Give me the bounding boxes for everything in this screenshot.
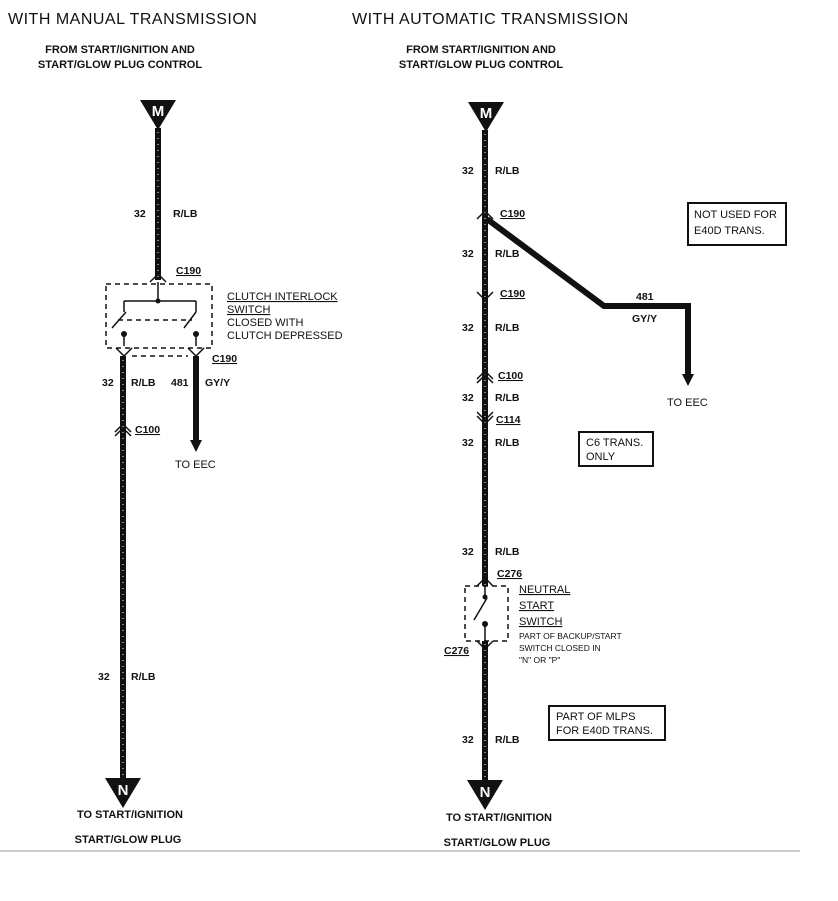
auto-note-mlps-line1: PART OF MLPS (556, 711, 635, 723)
auto-c190-a-label: C190 (500, 208, 525, 220)
manual-c190-top-label: C190 (176, 265, 201, 277)
auto-note-e40d-box (687, 202, 787, 246)
auto-c276-bottom-icon (476, 640, 494, 651)
auto-m-connector-label: M (480, 105, 493, 122)
manual-m-connector-label: M (152, 103, 165, 120)
auto-c190-b-icon (476, 291, 494, 302)
auto-note-e40d-line2: E40D TRANS. (694, 225, 765, 237)
auto-title: WITH AUTOMATIC TRANSMISSION (352, 11, 629, 28)
auto-nss-line4: PART OF BACKUP/START (519, 631, 622, 641)
auto-note-mlps-line2: FOR E40D TRANS. (556, 725, 653, 737)
manual-to-line1: TO START/IGNITION (77, 809, 183, 821)
auto-c100-icon (476, 369, 494, 380)
manual-c190-top-icon (149, 272, 167, 283)
manual-switch-line4: CLUTCH DEPRESSED (227, 330, 343, 342)
manual-clutch-switch-box (105, 283, 213, 349)
manual-low-color: R/LB (131, 671, 156, 683)
auto-w5-color: R/LB (495, 437, 520, 449)
auto-note-c6-box (578, 431, 654, 467)
auto-w7-num: 32 (462, 734, 474, 746)
manual-right-num: 481 (171, 377, 189, 389)
auto-w6-color: R/LB (495, 546, 520, 558)
auto-note-c6-line1: C6 TRANS. (586, 437, 643, 449)
auto-branch-wire (485, 216, 691, 374)
auto-c190-b-label: C190 (500, 288, 525, 300)
auto-w4-num: 32 (462, 392, 474, 404)
manual-switch-line2: SWITCH (227, 304, 270, 316)
auto-w5-num: 32 (462, 437, 474, 449)
manual-to-eec: TO EEC (175, 459, 216, 471)
auto-branch-num: 481 (636, 291, 654, 303)
auto-w3-num: 32 (462, 322, 474, 334)
auto-nss-blade (473, 597, 488, 621)
auto-c114-icon (476, 411, 494, 422)
auto-n-connector-icon (467, 780, 503, 810)
auto-nss-line1: NEUTRAL (519, 584, 570, 596)
manual-c190-bottom-left-icon (115, 347, 133, 358)
auto-nss-line3: SWITCH (519, 616, 562, 628)
auto-eec-arrow-icon (682, 374, 694, 386)
auto-nss-line2: START (519, 600, 554, 612)
auto-to-eec: TO EEC (667, 397, 708, 409)
manual-section: WITH MANUAL TRANSMISSION FROM START/IGNI… (8, 11, 343, 846)
auto-branch-color: GY/Y (632, 313, 657, 325)
auto-c276-bottom-label: C276 (444, 645, 469, 657)
manual-left-num: 32 (102, 377, 114, 389)
manual-from-line1: FROM START/IGNITION AND (45, 44, 195, 56)
manual-eec-arrow-icon (190, 440, 202, 452)
manual-to-line2: START/GLOW PLUG (75, 834, 182, 846)
auto-w2-color: R/LB (495, 248, 520, 260)
auto-w2-num: 32 (462, 248, 474, 260)
manual-switch-line3: CLOSED WITH (227, 317, 303, 329)
auto-w1-color: R/LB (495, 165, 520, 177)
auto-w4-color: R/LB (495, 392, 520, 404)
manual-from-line2: START/GLOW PLUG CONTROL (38, 59, 202, 71)
auto-w7-color: R/LB (495, 734, 520, 746)
auto-c100-label: C100 (498, 370, 523, 382)
manual-left-color: R/LB (131, 377, 156, 389)
auto-to-line2: START/GLOW PLUG (444, 837, 551, 849)
auto-from-line2: START/GLOW PLUG CONTROL (399, 59, 563, 71)
manual-n-connector-label: N (118, 782, 129, 799)
manual-circuit-num: 32 (134, 208, 146, 220)
automatic-section: WITH AUTOMATIC TRANSMISSION FROM START/I… (352, 11, 787, 849)
auto-nss-line6: "N" OR "P" (519, 655, 560, 665)
auto-note-mlps-box (548, 705, 666, 741)
manual-c190-bottom-right-icon (187, 347, 205, 358)
manual-c100-label: C100 (135, 424, 160, 436)
auto-w3-color: R/LB (495, 322, 520, 334)
auto-note-e40d-line1: NOT USED FOR (694, 209, 777, 221)
auto-w1-num: 32 (462, 165, 474, 177)
manual-m-connector-icon (140, 100, 176, 130)
auto-n-connector-label: N (480, 784, 491, 801)
auto-nss-line5: SWITCH CLOSED IN (519, 643, 601, 653)
auto-c276-top-icon (476, 576, 494, 587)
manual-right-color: GY/Y (205, 377, 230, 389)
manual-n-connector-icon (105, 778, 141, 808)
auto-m-connector-icon (468, 102, 504, 132)
auto-to-line1: TO START/IGNITION (446, 812, 552, 824)
auto-nss-box (464, 585, 509, 642)
manual-circuit-color: R/LB (173, 208, 198, 220)
manual-c100-icon (114, 422, 132, 433)
auto-c190-a-icon (476, 209, 494, 220)
auto-note-c6-line2: ONLY (586, 451, 616, 463)
manual-title: WITH MANUAL TRANSMISSION (8, 11, 257, 28)
manual-low-num: 32 (98, 671, 110, 683)
manual-c190-bottom-label: C190 (212, 353, 237, 365)
auto-from-line1: FROM START/IGNITION AND (406, 44, 556, 56)
auto-w6-num: 32 (462, 546, 474, 558)
auto-c276-top-label: C276 (497, 568, 522, 580)
auto-c114-label: C114 (496, 414, 521, 426)
manual-switch-line1: CLUTCH INTERLOCK (227, 291, 338, 303)
